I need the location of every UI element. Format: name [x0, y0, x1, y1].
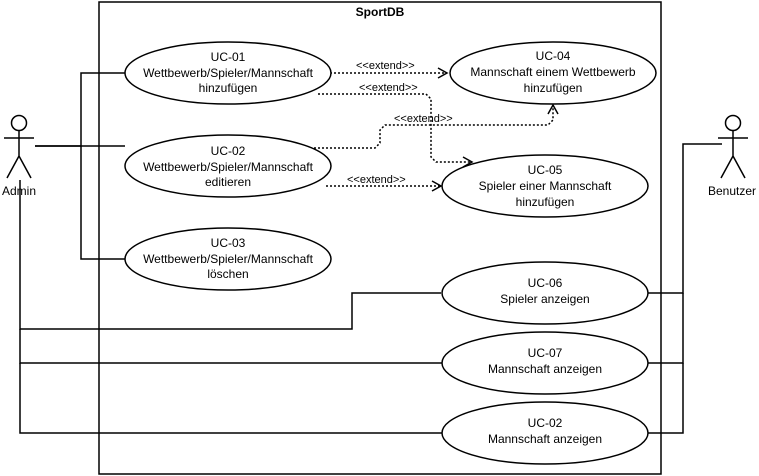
actor-admin: [4, 114, 34, 179]
associations: [19, 72, 722, 434]
assoc-admin-uc01: [35, 72, 129, 147]
assoc-admin-uc02b: [19, 363, 443, 434]
uc02a-name: Wettbewerb/Spieler/Mannschaft: [143, 160, 314, 174]
assoc-benutzer-uc02b: [648, 363, 684, 434]
extend-label-uc01-uc05: <<extend>>: [359, 82, 418, 94]
uc01-name: Wettbewerb/Spieler/Mannschaft: [143, 66, 314, 80]
admin-label: Admin: [2, 184, 36, 198]
uc05-name-cont: hinzufügen: [516, 195, 575, 209]
extend-label-uc02-uc04: <<extend>>: [394, 113, 453, 125]
uc02b-name: Mannschaft anzeigen: [488, 432, 602, 446]
uc03-name: Wettbewerb/Spieler/Mannschaft: [143, 252, 314, 266]
uc03-id: UC-03: [211, 236, 246, 250]
assoc-admin-uc06: [19, 180, 441, 330]
use-cases: [124, 41, 657, 465]
uc02a-ellipse: [124, 134, 332, 198]
extend-uc02-uc04: [302, 103, 559, 149]
uc02a-id: UC-02: [211, 144, 246, 158]
uc05: UC-05 Spieler einer Mannschaft hinzufüge…: [479, 163, 612, 209]
actor-benutzer: [718, 114, 748, 179]
benutzer-body-icon: [718, 131, 748, 179]
uc01: UC-01 Wettbewerb/Spieler/Mannschaft hinz…: [143, 50, 314, 95]
uc02a-name-cont: editieren: [205, 175, 251, 189]
uc04-name: Mannschaft einem Wettbewerb: [470, 65, 636, 79]
system-title: SportDB: [356, 5, 405, 19]
uc06: UC-06 Spieler anzeigen: [500, 276, 589, 306]
uc01-name-cont: hinzufügen: [199, 81, 258, 95]
uc04-id: UC-04: [536, 49, 571, 63]
benutzer-head-icon: [724, 114, 742, 132]
uc05-ellipse: [441, 154, 649, 218]
assoc-benutzer-uc06: [648, 143, 722, 294]
uc03-ellipse: [124, 227, 332, 291]
uc06-ellipse: [441, 261, 649, 325]
uc07-id: UC-07: [528, 346, 563, 360]
admin-head-icon: [10, 114, 28, 132]
uc01-ellipse: [124, 41, 332, 105]
extend-label-uc01-uc04: <<extend>>: [356, 60, 415, 72]
uc02b-ellipse: [441, 401, 649, 465]
extend-relations: [302, 67, 559, 192]
uc02a: UC-02 Wettbewerb/Spieler/Mannschaft edit…: [143, 144, 314, 189]
uc03-name-cont: löschen: [207, 267, 248, 281]
extend-label-uc02-uc05: <<extend>>: [347, 174, 406, 186]
uc06-name: Spieler anzeigen: [500, 292, 589, 306]
uc07: UC-07 Mannschaft anzeigen: [488, 346, 602, 376]
uc04: UC-04 Mannschaft einem Wettbewerb hinzuf…: [470, 49, 636, 95]
uc07-name: Mannschaft anzeigen: [488, 362, 602, 376]
admin-body-icon: [4, 131, 34, 179]
uc01-id: UC-01: [211, 50, 246, 64]
extend-uc01-uc05: [318, 93, 474, 168]
uc05-name: Spieler einer Mannschaft: [479, 179, 612, 193]
uc04-name-cont: hinzufügen: [524, 81, 583, 95]
assoc-admin-uc07: [19, 329, 443, 364]
assoc-admin-uc03: [80, 146, 125, 260]
uc06-id: UC-06: [528, 276, 563, 290]
system-boundary: [98, 1, 662, 475]
uc02b: UC-02 Mannschaft anzeigen: [488, 416, 602, 446]
uc02b-id: UC-02: [528, 416, 563, 430]
uc07-ellipse: [441, 331, 649, 395]
uc03: UC-03 Wettbewerb/Spieler/Mannschaft lösc…: [143, 236, 314, 281]
assoc-benutzer-uc07: [648, 293, 684, 364]
benutzer-label: Benutzer: [708, 184, 756, 198]
uc05-id: UC-05: [528, 163, 563, 177]
uc04-ellipse: [449, 41, 657, 105]
